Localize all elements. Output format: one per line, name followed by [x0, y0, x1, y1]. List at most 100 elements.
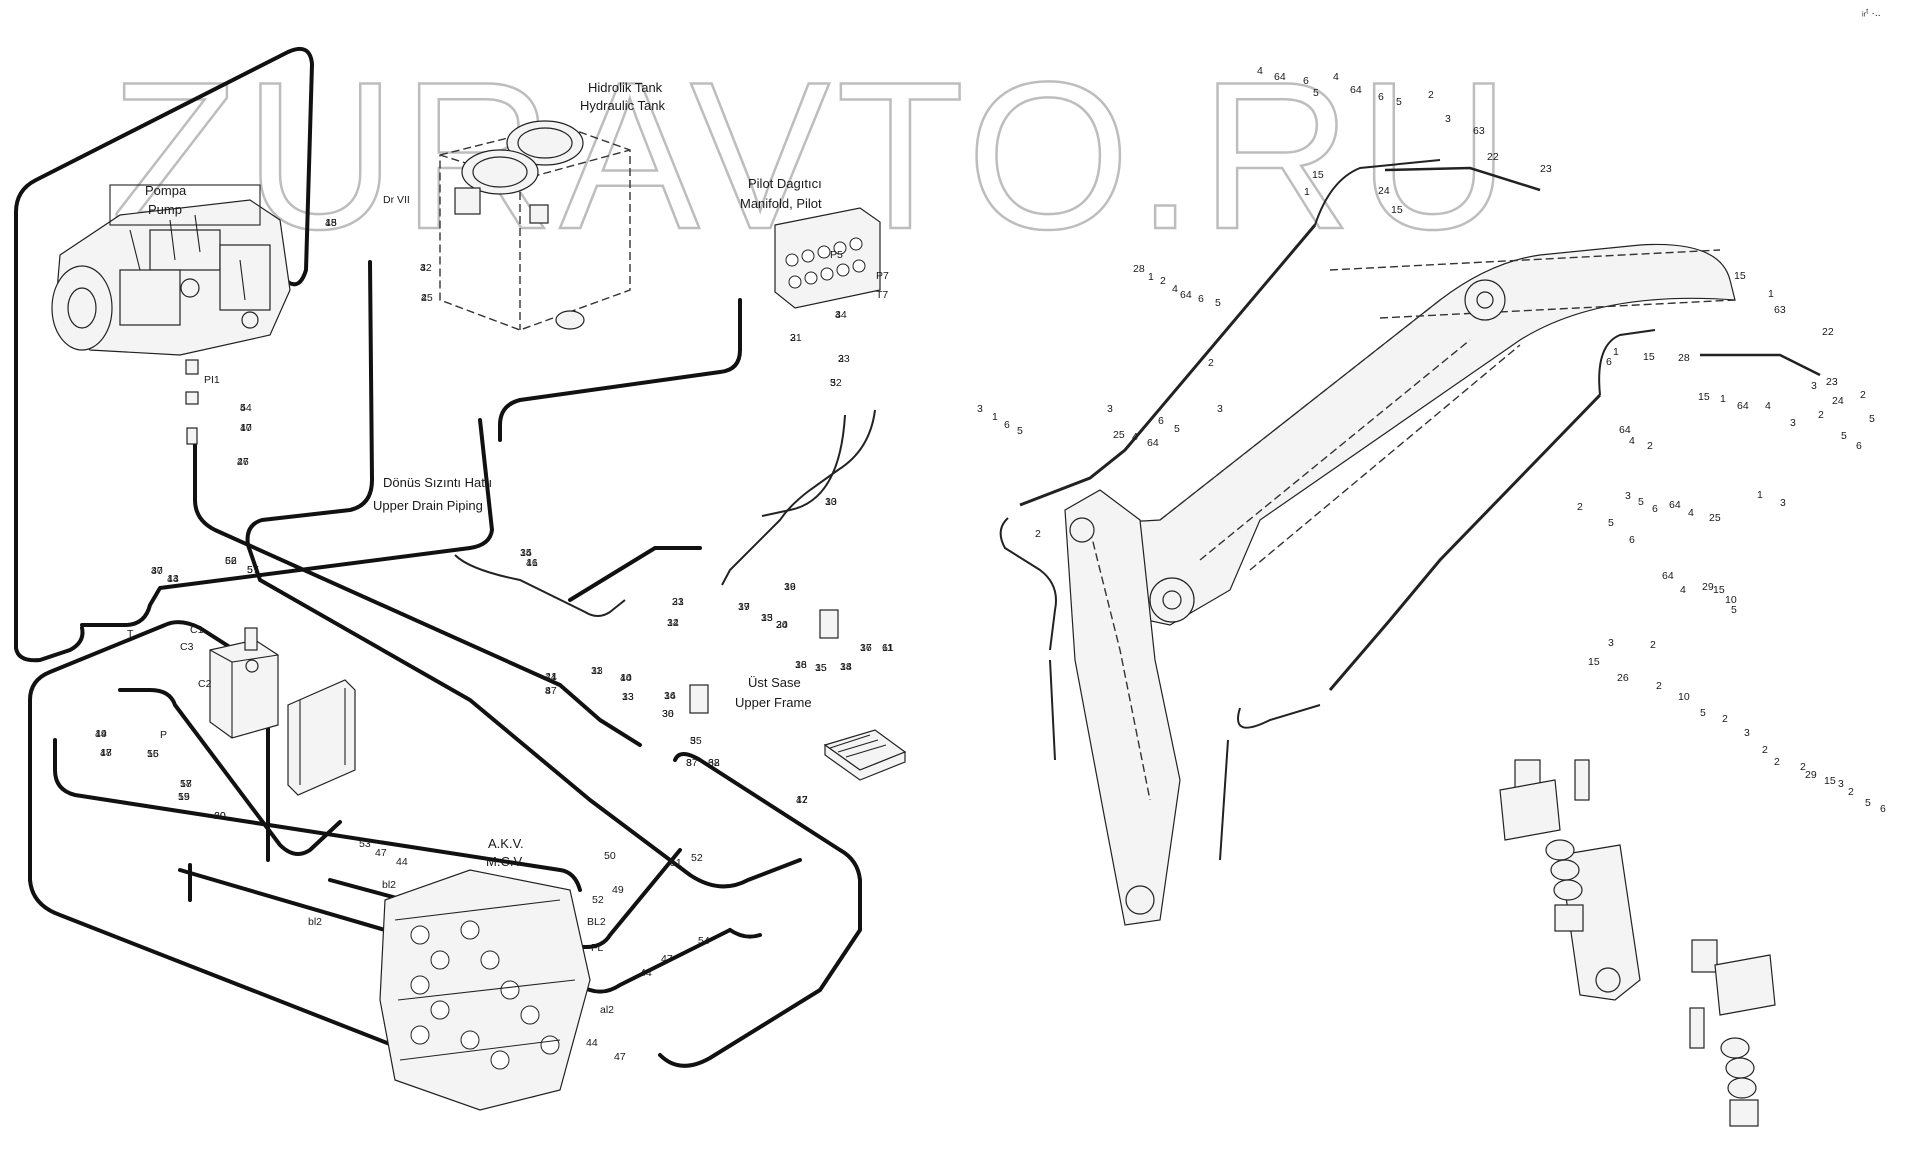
- callout-48: 44: [396, 856, 408, 868]
- callout-14: 33: [591, 665, 603, 677]
- callout-150: 15: [1824, 775, 1836, 787]
- callout-35: 47: [545, 685, 557, 697]
- callout-7: 31: [790, 332, 802, 344]
- callout-185: 16: [860, 642, 872, 654]
- callout-188: 21: [545, 671, 557, 683]
- callout-142: 10: [1678, 691, 1690, 703]
- callout-63: 4: [1333, 71, 1339, 83]
- callout-133: 29: [1702, 581, 1714, 593]
- callout-71: 23: [1540, 163, 1552, 175]
- drain-port-label: Dr VII: [383, 194, 410, 206]
- arm-assembly: [1064, 489, 1181, 926]
- callout-99: 22: [1822, 326, 1834, 338]
- callout-128: 2: [1577, 501, 1583, 513]
- callout-20: 38: [708, 757, 720, 769]
- callout-69: 63: [1473, 125, 1485, 137]
- callout-2: 42: [420, 262, 432, 274]
- callout-25: 33: [761, 612, 773, 624]
- callout-37: 57: [247, 564, 259, 576]
- callout-62: 5: [1313, 87, 1319, 99]
- frame-label-tr: Üst Sase: [748, 675, 801, 690]
- callout-121: 5: [1638, 496, 1644, 508]
- mcv-label-en: M.C.V.: [486, 854, 525, 869]
- callout-111: 64: [1737, 400, 1749, 412]
- callout-110: 1: [1720, 393, 1726, 405]
- callout-23: 34: [667, 617, 679, 629]
- callout-75: 15: [1391, 204, 1403, 216]
- callout-9: 33: [838, 353, 850, 365]
- pump-label-box: [109, 184, 261, 226]
- callout-31: 37: [860, 642, 872, 654]
- callout-83: 3: [1107, 403, 1113, 415]
- callout-11: 33: [825, 496, 837, 508]
- callout-155: 15: [325, 217, 337, 229]
- callout-148: 2: [1800, 761, 1806, 773]
- callout-87: 6: [1158, 415, 1164, 427]
- callout-68: 3: [1445, 113, 1451, 125]
- callout-40: 55: [147, 748, 159, 760]
- callout-46: 53: [359, 838, 371, 850]
- callout-49: 50: [604, 850, 616, 862]
- callout-15: 40: [620, 672, 632, 684]
- callout-104: 5: [1869, 413, 1875, 425]
- callout-103: 2: [1860, 389, 1866, 401]
- callout-50: 49: [612, 884, 624, 896]
- callout-146: 2: [1762, 744, 1768, 756]
- callout-73: 1: [1304, 186, 1310, 198]
- callout-134: 15: [1713, 584, 1725, 596]
- callout-140: 26: [1617, 672, 1629, 684]
- tank-label-tr: Hidrolik Tank: [588, 80, 663, 95]
- callout-132: 4: [1680, 584, 1686, 596]
- callout-120: 3: [1625, 490, 1631, 502]
- callout-107: 15: [1643, 351, 1655, 363]
- callout-118: 4: [1629, 435, 1635, 447]
- callout-30: 38: [840, 661, 852, 673]
- frame-block-b: [689, 684, 709, 714]
- callout-22: 33: [672, 596, 684, 608]
- callout-171: 16: [664, 690, 676, 702]
- manifold-label-en: Manifold, Pilot: [740, 196, 822, 211]
- callout-175: 8: [686, 757, 692, 769]
- callout-19: 35: [690, 735, 702, 747]
- callout-181: 19: [784, 581, 796, 593]
- callout-101: 3: [1811, 380, 1817, 392]
- callout-139: 15: [1588, 656, 1600, 668]
- boom-assembly: [1071, 243, 1736, 626]
- port-pi1: PI1: [204, 374, 220, 386]
- callout-44: 44: [95, 728, 107, 740]
- callout-74: 15: [1312, 169, 1324, 181]
- callout-159: 10: [240, 422, 252, 434]
- pilot-lines: [454, 409, 876, 617]
- callout-117: 64: [1619, 424, 1631, 436]
- callout-116: 6: [1856, 440, 1862, 452]
- callout-141: 2: [1656, 680, 1662, 692]
- callout-138: 3: [1608, 637, 1614, 649]
- callout-43: 60: [214, 810, 226, 822]
- callout-195: 17: [180, 778, 192, 790]
- callout-72: 24: [1378, 185, 1390, 197]
- callout-34: 44: [545, 671, 557, 683]
- callout-166: 15: [520, 547, 532, 559]
- callout-183: 15: [815, 662, 827, 674]
- callout-163: 2: [838, 353, 844, 365]
- pump-label-en: Pump: [148, 202, 182, 217]
- callout-6: 46: [237, 456, 249, 468]
- callout-102: 24: [1832, 395, 1844, 407]
- pump-assembly: [51, 199, 291, 445]
- port-c1: C1: [190, 624, 204, 636]
- callout-47: 47: [375, 847, 387, 859]
- main-control-valve: [379, 869, 591, 1111]
- callout-198: 19: [95, 728, 107, 740]
- callout-199: 18: [100, 747, 112, 759]
- callout-156: 3: [420, 262, 426, 274]
- callout-176: 21: [672, 596, 684, 608]
- callout-164: 5: [830, 377, 836, 389]
- callout-172: 30: [662, 708, 674, 720]
- callout-53: 52: [691, 852, 703, 864]
- callout-61: 6: [1303, 75, 1309, 87]
- callout-190: 62: [225, 555, 237, 567]
- port-c2: C2: [198, 678, 212, 690]
- callout-135: 10: [1725, 594, 1737, 606]
